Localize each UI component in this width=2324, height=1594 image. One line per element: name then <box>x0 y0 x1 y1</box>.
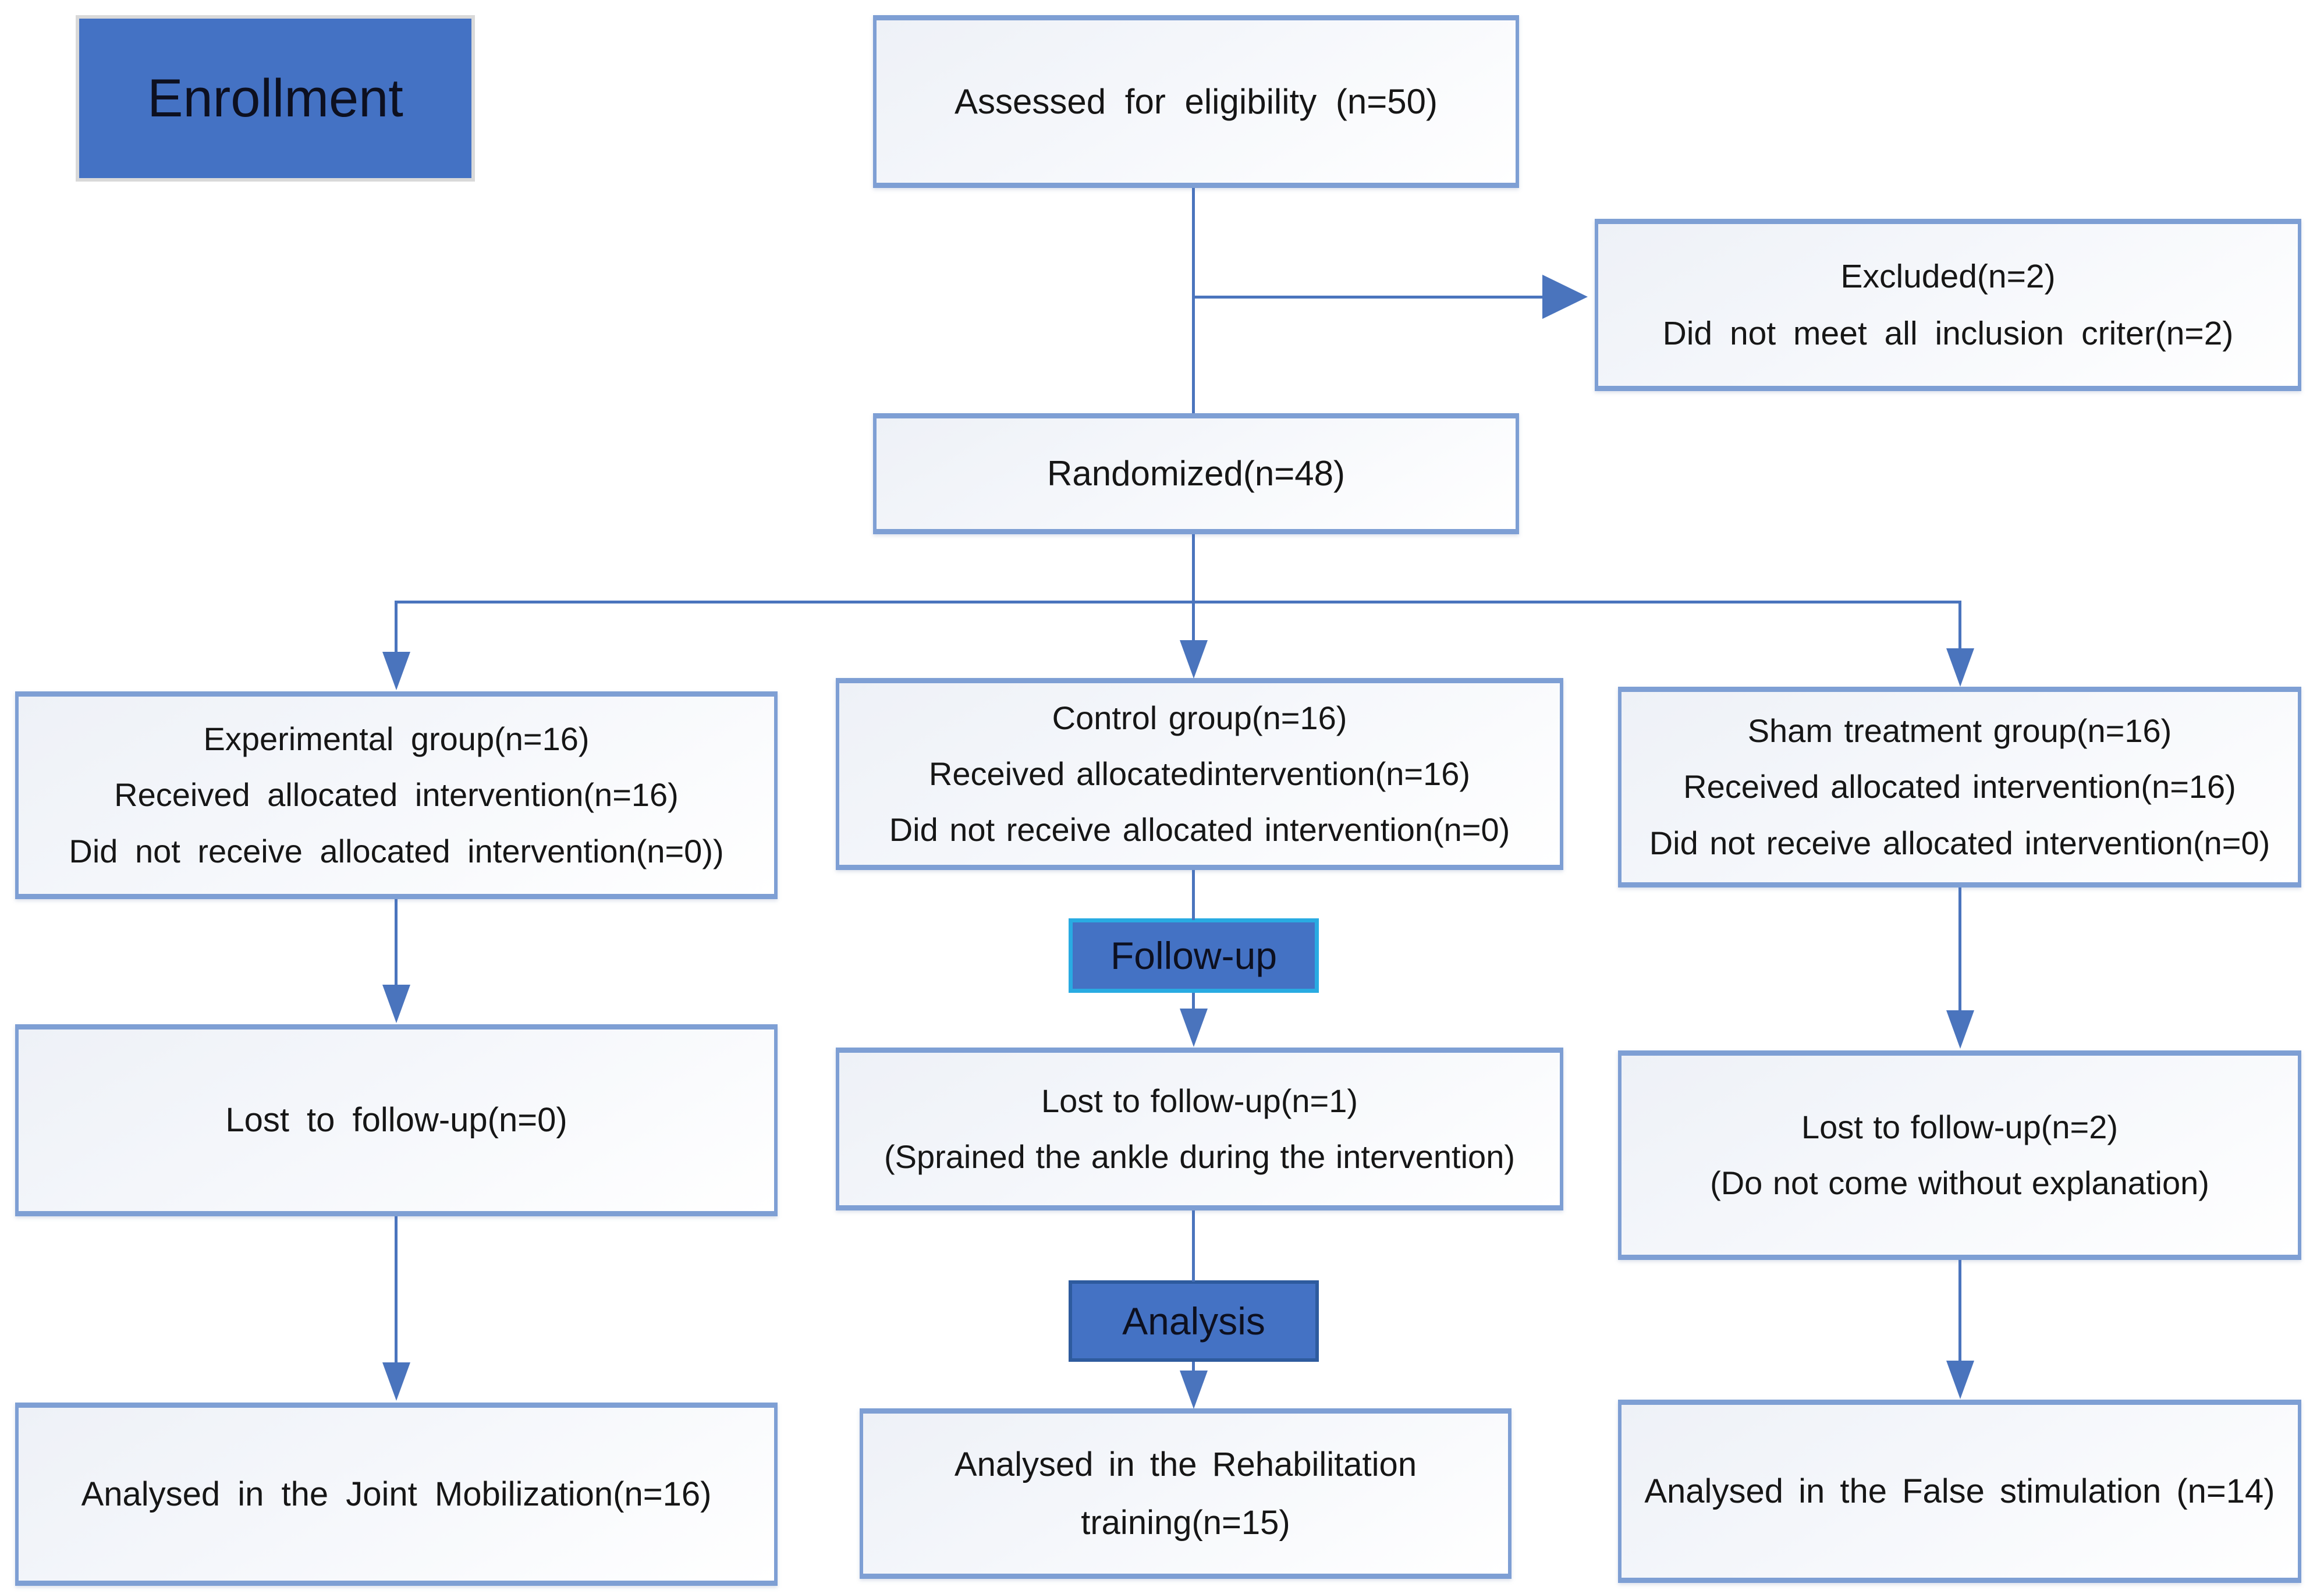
branch-line-allocation <box>395 601 1961 603</box>
node-text: Excluded(n=2) <box>1840 257 2056 295</box>
connector-randomized-to-control <box>1192 534 1195 641</box>
node-analysed-control: Analysed in the Rehabilitation training(… <box>860 1408 1512 1579</box>
connector-lost-experimental-to-analysed <box>395 1216 398 1363</box>
node-text: Received allocated intervention(n=16) <box>1683 768 2236 805</box>
arrowhead-down-icon <box>1180 1371 1208 1409</box>
node-text: Received allocatedintervention(n=16) <box>928 755 1471 792</box>
node-text: Analysed in the False stimulation (n=14) <box>1644 1472 2275 1510</box>
node-experimental-group: Experimental group(n=16) Received alloca… <box>15 691 778 899</box>
stage-label-followup: Follow-up <box>1069 918 1319 993</box>
connector-control-to-followup <box>1192 870 1195 920</box>
node-text: Did not receive allocated intervention(n… <box>69 832 724 869</box>
connector-assessed-to-randomized <box>1192 188 1195 413</box>
arrowhead-down-icon <box>382 985 410 1023</box>
arrowhead-down-icon <box>1180 1009 1208 1047</box>
node-text: Sham treatment group(n=16) <box>1747 712 2172 750</box>
node-text: (Sprained the ankle during the intervent… <box>884 1138 1515 1175</box>
connector-sham-to-lost <box>1958 887 1961 1011</box>
node-text: Lost to follow-up(n=0) <box>225 1101 567 1139</box>
arrowhead-down-icon <box>1946 1361 1974 1399</box>
arrowhead-down-icon <box>382 1362 410 1401</box>
connector-lost-control-to-analysis <box>1192 1210 1195 1281</box>
connector-experimental-to-lost <box>395 899 398 985</box>
node-text: Lost to follow-up(n=1) <box>1041 1082 1358 1119</box>
arrowhead-down-icon <box>1180 640 1208 679</box>
node-text: Experimental group(n=16) <box>203 720 590 758</box>
node-lost-sham: Lost to follow-up(n=2) (Do not come with… <box>1618 1050 2301 1260</box>
node-assessed-eligibility: Assessed for eligibility (n=50) <box>873 15 1519 188</box>
arrowhead-down-icon <box>382 652 410 690</box>
node-text: training(n=15) <box>1081 1503 1290 1542</box>
node-sham-group: Sham treatment group(n=16) Received allo… <box>1618 687 2301 887</box>
node-analysed-sham: Analysed in the False stimulation (n=14) <box>1618 1400 2301 1583</box>
arrowhead-down-icon <box>1946 648 1974 687</box>
node-text: Analysed in the Joint Mobilization(n=16) <box>81 1475 712 1513</box>
node-lost-control: Lost to follow-up(n=1) (Sprained the ank… <box>836 1048 1563 1210</box>
node-text: (Do not come without explanation) <box>1710 1165 2209 1201</box>
node-text: Randomized(n=48) <box>1047 454 1345 494</box>
node-text: Analysed in the Rehabilitation <box>954 1445 1417 1483</box>
connector-to-excluded <box>1193 296 1542 299</box>
node-text: Received allocated intervention(n=16) <box>114 776 679 814</box>
connector-followup-to-lost <box>1192 993 1195 1010</box>
node-lost-experimental: Lost to follow-up(n=0) <box>15 1024 778 1216</box>
followup-label: Follow-up <box>1110 934 1278 977</box>
connector-branch-right <box>1958 601 1961 649</box>
node-text: Did not receive allocated intervention(n… <box>1649 824 2270 861</box>
node-analysed-experimental: Analysed in the Joint Mobilization(n=16) <box>15 1403 778 1586</box>
node-text: Lost to follow-up(n=2) <box>1801 1108 2119 1145</box>
arrowhead-right-icon <box>1542 275 1588 319</box>
stage-label-enrollment: Enrollment <box>76 15 475 182</box>
analysis-label: Analysis <box>1122 1300 1265 1343</box>
node-text: Assessed for eligibility (n=50) <box>954 81 1438 121</box>
connector-analysis-to-analysed <box>1192 1362 1195 1372</box>
node-control-group: Control group(n=16) Received allocatedin… <box>836 678 1563 870</box>
node-text: Did not meet all inclusion criter(n=2) <box>1662 315 2234 352</box>
node-randomized: Randomized(n=48) <box>873 413 1519 534</box>
connector-lost-sham-to-analysed <box>1958 1260 1961 1362</box>
stage-label-analysis: Analysis <box>1069 1280 1319 1362</box>
node-text: Did not receive allocated intervention(n… <box>889 811 1510 849</box>
node-excluded: Excluded(n=2) Did not meet all inclusion… <box>1595 219 2301 391</box>
enrollment-label: Enrollment <box>147 68 403 128</box>
arrowhead-down-icon <box>1946 1010 1974 1049</box>
connector-branch-left <box>395 601 398 653</box>
node-text: Control group(n=16) <box>1052 699 1347 736</box>
